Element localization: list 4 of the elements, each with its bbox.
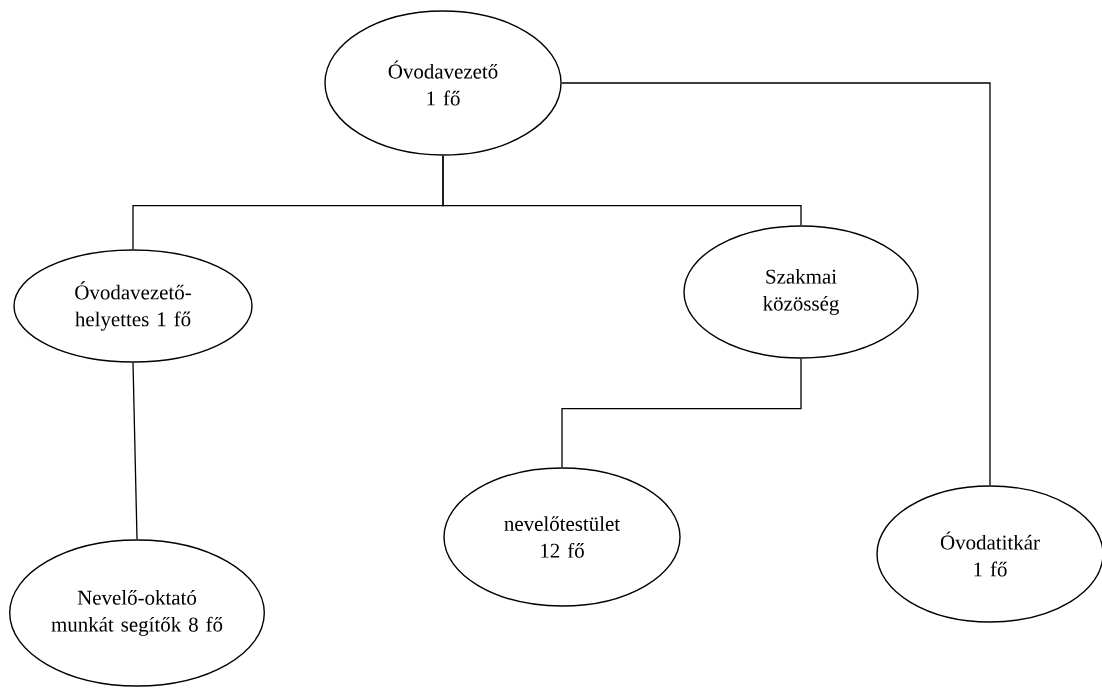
connector-line [561, 82, 991, 486]
connector-line [442, 155, 802, 226]
connector-line [561, 358, 802, 468]
connector-line [132, 362, 138, 540]
